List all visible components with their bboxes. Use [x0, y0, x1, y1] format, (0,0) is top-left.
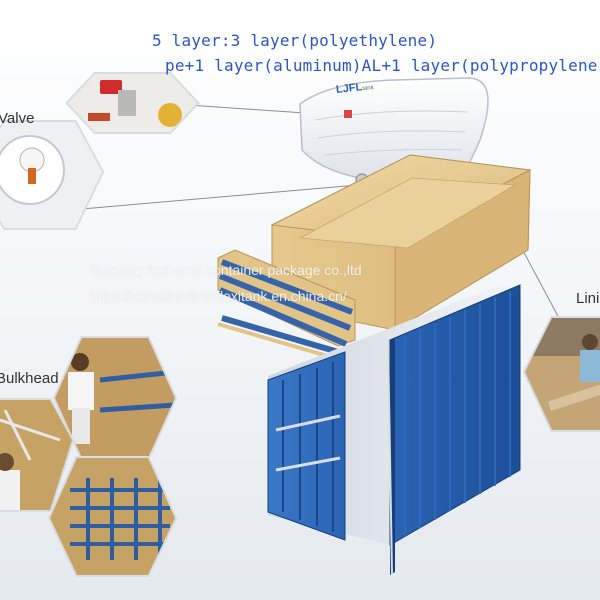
bag-brand-suffix: tank — [362, 85, 375, 93]
bag-logo-mark — [344, 110, 352, 118]
valve-detail-photo — [0, 120, 105, 230]
layers-caption-line1: 5 layer:3 layer(polyethylene) — [152, 31, 438, 50]
leader-valve — [69, 184, 359, 211]
bulkhead-label: Bulkhead — [0, 370, 59, 387]
leader-lining — [519, 244, 561, 321]
valve-label: Valve — [0, 110, 35, 127]
lining-install-photo — [522, 316, 600, 432]
lining-label: Lining — [576, 290, 600, 307]
layers-caption-line2: pe+1 layer(aluminum)AL+1 layer(polypropy… — [165, 56, 600, 75]
bulkhead-worker-photo — [0, 398, 75, 512]
watermark-url: https://containerlinerflexitank.en.china… — [90, 288, 347, 304]
bulkhead-straps — [217, 249, 356, 364]
leader-lines — [69, 104, 561, 321]
bulkhead-frame-photo — [47, 456, 178, 577]
watermark-company: Gaoqing Anthente container package co.,l… — [90, 262, 362, 278]
leader-bag — [187, 104, 306, 114]
bulkhead-install-photo — [52, 336, 178, 460]
valve-photo — [65, 72, 200, 134]
lining-box — [270, 154, 532, 331]
shipping-container — [267, 284, 521, 575]
